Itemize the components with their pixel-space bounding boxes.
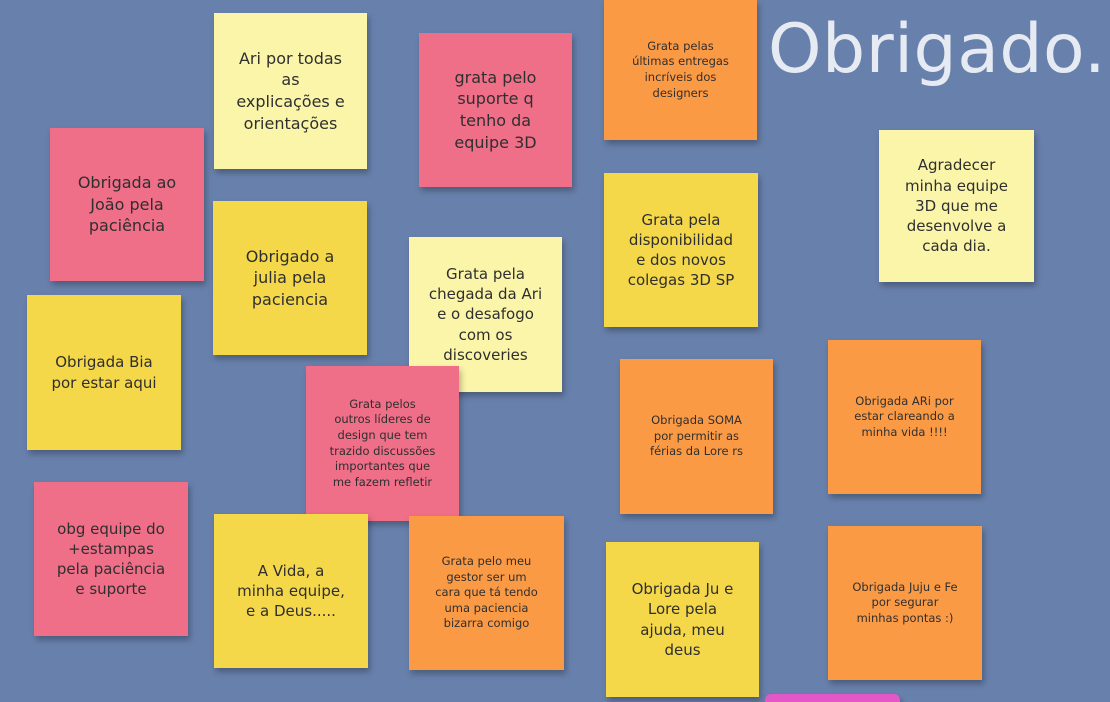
sticky-note[interactable]: Grata pelo meu gestor ser um cara que tá… [409, 516, 564, 670]
sticky-note[interactable]: Obrigada ao João pela paciência [50, 128, 204, 281]
sticky-note-text: Obrigada Bia por estar aqui [51, 353, 157, 392]
sticky-note[interactable]: grata pelo suporte q tenho da equipe 3D [419, 33, 572, 187]
sticky-note-text: Obrigada ao João pela paciência [77, 173, 177, 236]
sticky-note-text: Obrigada Ju e Lore pela ajuda, meu deus [631, 580, 734, 659]
sticky-note-text: Obrigada ARi por estar clareando a minha… [854, 393, 955, 439]
sticky-note-text: Obrigado a julia pela paciencia [245, 246, 335, 309]
sticky-note[interactable]: Grata pela chegada da Ari e o desafogo c… [409, 237, 562, 392]
sticky-note[interactable]: Obrigada Ju e Lore pela ajuda, meu deus [606, 542, 759, 697]
sticky-note-text: A Vida, a minha equipe, e a Deus..... [237, 561, 345, 621]
sticky-note[interactable]: Obrigada Juju e Fe por segurar minhas po… [828, 526, 982, 680]
sticky-note[interactable]: A Vida, a minha equipe, e a Deus..... [214, 514, 368, 668]
sticky-note-text: Grata pelas últimas entregas incríveis d… [632, 38, 729, 100]
sticky-note-text: Grata pelos outros líderes de design que… [329, 396, 436, 489]
sticky-note[interactable]: Grata pela disponibilidad e dos novos co… [604, 173, 758, 327]
sticky-note-text: Obrigada Juju e Fe por segurar minhas po… [852, 579, 958, 625]
sticky-note-text: Agradecer minha equipe 3D que me desenvo… [905, 156, 1008, 256]
sticky-note[interactable]: Grata pelas últimas entregas incríveis d… [604, 0, 757, 140]
sticky-note-text: Ari por todas as explicações e orientaçõ… [236, 48, 345, 133]
sticky-note[interactable]: Obrigado a julia pela paciencia [213, 201, 367, 355]
sticky-note[interactable]: Ari por todas as explicações e orientaçõ… [214, 13, 367, 169]
sticky-note[interactable]: Grata pelos outros líderes de design que… [306, 366, 459, 521]
sticky-note-text: Obrigada SOMA por permitir as férias da … [650, 413, 743, 459]
sticky-note-text: grata pelo suporte q tenho da equipe 3D [454, 67, 537, 152]
sticky-note-text: Grata pela disponibilidad e dos novos co… [627, 210, 735, 290]
sticky-note[interactable]: Agradecer minha equipe 3D que me desenvo… [879, 130, 1034, 282]
sticky-note[interactable]: Obrigada ARi por estar clareando a minha… [828, 340, 981, 494]
sticky-note-partial[interactable] [765, 694, 900, 702]
sticky-note[interactable]: obg equipe do +estampas pela paciência e… [34, 482, 188, 636]
sticky-note-text: obg equipe do +estampas pela paciência e… [56, 519, 166, 599]
sticky-note[interactable]: Obrigada Bia por estar aqui [27, 295, 181, 450]
sticky-note-text: Grata pelo meu gestor ser um cara que tá… [435, 554, 538, 631]
sticky-note[interactable]: Obrigada SOMA por permitir as férias da … [620, 359, 773, 514]
sticky-note-text: Grata pela chegada da Ari e o desafogo c… [428, 264, 543, 364]
board-title: Obrigado. [768, 10, 1107, 89]
